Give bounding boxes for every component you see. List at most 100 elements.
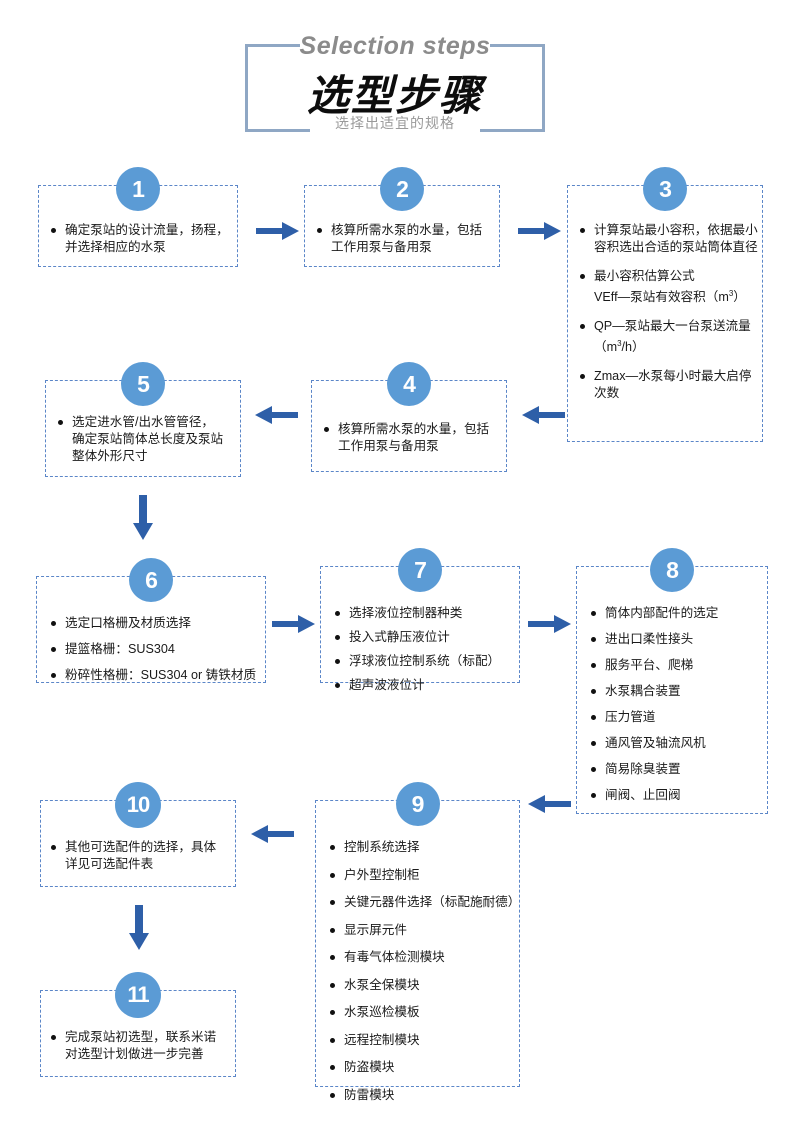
step-box-4: 核算所需水泵的水量，包括 工作用泵与备用泵 [311, 380, 507, 472]
step-box-5: 选定进水管/出水管管径， 确定泵站筒体总长度及泵站 整体外形尺寸 [45, 380, 241, 477]
step-bullets-1: 确定泵站的设计流量，扬程， 并选择相应的水泵 [51, 222, 237, 256]
list-item: 确定泵站的设计流量，扬程， 并选择相应的水泵 [51, 222, 237, 256]
step-badge-3: 3 [643, 167, 687, 211]
bullet-line: 对选型计划做进一步完善 [65, 1047, 204, 1061]
arrow-1-to-2 [256, 220, 300, 242]
arrow-8-to-9 [527, 793, 571, 815]
bullet-line: 并选择相应的水泵 [65, 240, 166, 254]
step-node-8[interactable]: 8 筒体内部配件的选定 进出口柔性接头 服务平台、爬梯 水泵耦合装置 压力管道 … [576, 548, 768, 814]
step-bullets-3: 计算泵站最小容积，依据最小 容积选出合适的泵站筒体直径 最小容积估算公式 VEf… [580, 222, 762, 402]
bullet-line: 选定进水管/出水管管径， [72, 415, 215, 429]
step-badge-6: 6 [129, 558, 173, 602]
list-item: Zmax—水泵每小时最大启停 次数 [580, 368, 762, 402]
list-item: 水泵耦合装置 [591, 683, 767, 700]
list-item: 浮球液位控制系统（标配） [335, 653, 519, 670]
list-item: QP—泵站最大一台泵送流量 （m3/h） [580, 318, 762, 356]
page-title: 选型步骤 [306, 71, 483, 120]
step-bullets-11: 完成泵站初选型，联系米诺 对选型计划做进一步完善 [51, 1029, 235, 1063]
step-badge-5: 5 [121, 362, 165, 406]
step-badge-8: 8 [650, 548, 694, 592]
list-item: 投入式静压液位计 [335, 629, 519, 646]
list-item: 其他可选配件的选择，具体 详见可选配件表 [51, 839, 235, 873]
list-item: 远程控制模块 [330, 1032, 519, 1049]
bullet-line: 整体外形尺寸 [72, 449, 148, 463]
step-bullets-5: 选定进水管/出水管管径， 确定泵站筒体总长度及泵站 整体外形尺寸 [58, 414, 240, 465]
list-item: 通风管及轴流风机 [591, 735, 767, 752]
header-frame-gap-bottom [310, 126, 480, 136]
list-item: 关键元器件选择（标配施耐德） [330, 894, 520, 911]
step-node-6[interactable]: 6 选定口格栅及材质选择 提篮格栅：SUS304 粉碎性格栅：SUS304 or… [36, 558, 266, 683]
list-item: 简易除臭装置 [591, 761, 767, 778]
list-item: 选定口格栅及材质选择 [51, 615, 265, 632]
bullet-line: VEff—泵站有效容积（m [594, 290, 729, 305]
bullet-line: 核算所需水泵的水量，包括 [338, 422, 490, 436]
list-item: 筒体内部配件的选定 [591, 605, 767, 622]
step-node-9[interactable]: 9 控制系统选择 户外型控制柜 关键元器件选择（标配施耐德） 显示屏元件 有毒气… [315, 782, 520, 1102]
list-item: 进出口柔性接头 [591, 631, 767, 648]
bullet-line: 最小容积估算公式 [594, 269, 695, 283]
bullet-line: 其他可选配件的选择，具体 [65, 840, 217, 854]
step-box-10: 其他可选配件的选择，具体 详见可选配件表 [40, 800, 236, 887]
header-english-title: Selection steps [299, 32, 491, 60]
step-node-1[interactable]: 1 确定泵站的设计流量，扬程， 并选择相应的水泵 [38, 167, 238, 267]
step-bullets-8: 筒体内部配件的选定 进出口柔性接头 服务平台、爬梯 水泵耦合装置 压力管道 通风… [591, 605, 767, 804]
list-item: 最小容积估算公式 VEff—泵站有效容积（m3） [580, 268, 762, 306]
step-node-4[interactable]: 4 核算所需水泵的水量，包括 工作用泵与备用泵 [311, 362, 507, 472]
step-node-11[interactable]: 11 完成泵站初选型，联系米诺 对选型计划做进一步完善 [40, 972, 236, 1077]
bullet-line: 确定泵站的设计流量，扬程， [65, 223, 229, 237]
bullet-line: ） [733, 290, 746, 305]
bullet-line: /h） [621, 340, 645, 355]
step-bullets-6: 选定口格栅及材质选择 提篮格栅：SUS304 粉碎性格栅：SUS304 or 铸… [51, 615, 265, 684]
step-bullets-4: 核算所需水泵的水量，包括 工作用泵与备用泵 [324, 421, 506, 455]
step-node-2[interactable]: 2 核算所需水泵的水量，包括 工作用泵与备用泵 [304, 167, 500, 267]
bullet-line: （m [594, 340, 618, 355]
bullet-line: 确定泵站筒体总长度及泵站 [72, 432, 224, 446]
bullet-line: Zmax—水泵每小时最大启停 [594, 369, 752, 384]
step-bullets-2: 核算所需水泵的水量，包括 工作用泵与备用泵 [317, 222, 499, 256]
step-badge-1: 1 [116, 167, 160, 211]
arrow-6-to-7 [272, 613, 316, 635]
step-node-3[interactable]: 3 计算泵站最小容积，依据最小 容积选出合适的泵站筒体直径 最小容积估算公式 V… [567, 167, 763, 442]
list-item: 压力管道 [591, 709, 767, 726]
step-box-8: 筒体内部配件的选定 进出口柔性接头 服务平台、爬梯 水泵耦合装置 压力管道 通风… [576, 566, 768, 814]
list-item: 完成泵站初选型，联系米诺 对选型计划做进一步完善 [51, 1029, 235, 1063]
step-node-10[interactable]: 10 其他可选配件的选择，具体 详见可选配件表 [40, 782, 236, 887]
header-frame-gap-top [300, 41, 490, 50]
step-box-7: 选择液位控制器种类 投入式静压液位计 浮球液位控制系统（标配） 超声波液位计 [320, 566, 520, 692]
step-bullets-10: 其他可选配件的选择，具体 详见可选配件表 [51, 839, 235, 873]
step-box-11: 完成泵站初选型，联系米诺 对选型计划做进一步完善 [40, 990, 236, 1077]
list-item: 服务平台、爬梯 [591, 657, 767, 674]
page-header: Selection steps 选型步骤 选择出适宜的规格 [0, 0, 790, 150]
arrow-2-to-3 [518, 220, 562, 242]
list-item: 有毒气体检测模块 [330, 949, 519, 966]
superscript: 3 [728, 289, 734, 298]
step-bullets-7: 选择液位控制器种类 投入式静压液位计 浮球液位控制系统（标配） 超声波液位计 [335, 605, 519, 694]
list-item: 选定进水管/出水管管径， 确定泵站筒体总长度及泵站 整体外形尺寸 [58, 414, 240, 465]
arrow-7-to-8 [528, 613, 572, 635]
list-item: 提篮格栅：SUS304 [51, 641, 265, 658]
list-item: 防雷模块 [330, 1087, 519, 1104]
list-item: 闸阀、止回阀 [591, 787, 767, 804]
arrow-9-to-10 [250, 823, 294, 845]
step-bullets-9: 控制系统选择 户外型控制柜 关键元器件选择（标配施耐德） 显示屏元件 有毒气体检… [330, 839, 520, 1104]
superscript: 3 [617, 339, 622, 349]
list-item: 选择液位控制器种类 [335, 605, 519, 622]
bullet-line: QP—泵站最大一台泵送流量 [594, 319, 751, 334]
step-node-5[interactable]: 5 选定进水管/出水管管径， 确定泵站筒体总长度及泵站 整体外形尺寸 [45, 362, 241, 477]
step-badge-9: 9 [395, 782, 440, 826]
arrow-5-to-6 [132, 495, 154, 541]
bullet-line: 详见可选配件表 [65, 857, 154, 871]
arrow-3-to-4 [521, 404, 565, 426]
step-box-3: 计算泵站最小容积，依据最小 容积选出合适的泵站筒体直径 最小容积估算公式 VEf… [567, 185, 763, 442]
step-badge-10: 10 [115, 782, 161, 828]
bullet-line: 次数 [594, 386, 620, 401]
arrow-4-to-5 [254, 404, 298, 426]
step-box-9: 控制系统选择 户外型控制柜 关键元器件选择（标配施耐德） 显示屏元件 有毒气体检… [315, 800, 520, 1102]
step-node-7[interactable]: 7 选择液位控制器种类 投入式静压液位计 浮球液位控制系统（标配） 超声波液位计 [320, 548, 520, 692]
step-badge-2: 2 [380, 167, 424, 211]
header-subtitle: 选择出适宜的规格 [335, 115, 455, 131]
step-badge-7: 7 [398, 548, 442, 592]
bullet-line: 工作用泵与备用泵 [331, 240, 432, 254]
list-item: 超声波液位计 [335, 677, 519, 694]
step-badge-4: 4 [387, 362, 431, 406]
